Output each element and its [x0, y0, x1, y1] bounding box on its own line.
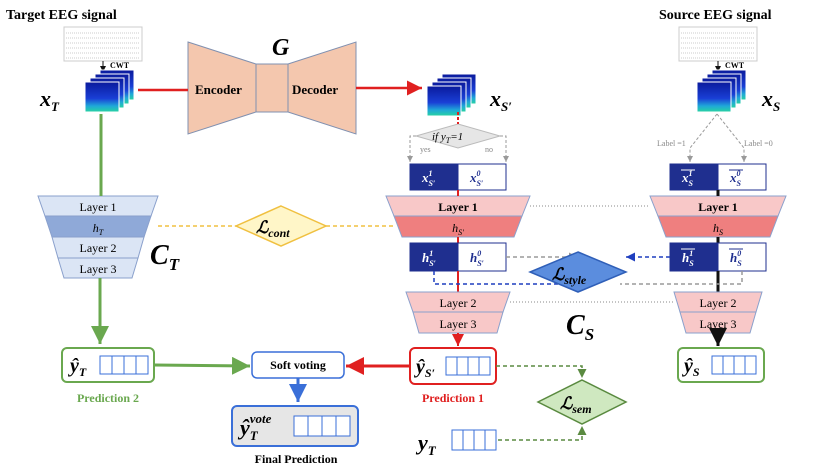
source-label1-text: Label =1 — [657, 139, 686, 148]
prediction2-label: Prediction 2 — [77, 391, 139, 405]
xs-prime-spectrogram-stack — [426, 73, 477, 117]
source-label0-arrow — [716, 113, 747, 162]
yes-branch-arrow — [407, 135, 416, 162]
soft-voting-label: Soft voting — [270, 358, 326, 372]
ct-name-label: CT — [150, 240, 180, 274]
hs-prime-0-box — [457, 242, 507, 272]
xs-1-box — [669, 163, 719, 191]
cs-layer2-label: Layer 2 — [700, 296, 737, 310]
condition-label: if yT=1 — [432, 131, 463, 145]
source-label1-arrow — [687, 113, 718, 162]
pred2-to-softvote-arrow — [153, 356, 251, 375]
prediction1-label: Prediction 1 — [422, 391, 484, 405]
source-spectrogram-stack — [696, 69, 747, 113]
pred1-to-sem-arrow — [496, 365, 587, 378]
encoder-label: Encoder — [195, 82, 242, 97]
y-t-label: yT — [415, 430, 437, 458]
source-label0-text: Label =0 — [744, 139, 773, 148]
cm-layer3-label: Layer 3 — [440, 317, 477, 331]
ct-layer2-label: Layer 2 — [80, 241, 117, 255]
xs-prime-1-box — [409, 163, 459, 191]
source-classifier-lower — [673, 291, 763, 334]
yes-label: yes — [420, 145, 431, 154]
loss-sem-label: ℒsem — [560, 394, 592, 416]
condition-diamond — [414, 123, 502, 149]
x-s-label: xS — [761, 86, 780, 114]
cs-h-label: hS — [713, 221, 723, 237]
yt-to-sem-arrow — [498, 426, 587, 441]
ct-layer1-label: Layer 1 — [80, 200, 117, 214]
loss-style-label: ℒstyle — [552, 265, 587, 287]
target-cwt-label: CWT — [110, 61, 130, 70]
style-hs0-line — [620, 271, 743, 285]
cm-layer1-label: Layer 1 — [438, 200, 477, 214]
cs-layer3-label: Layer 3 — [700, 317, 737, 331]
hs-1-box — [669, 242, 719, 272]
loss-style-diamond — [528, 251, 628, 293]
generator-label: G — [272, 35, 290, 61]
source-classifier — [649, 195, 787, 238]
cm-h-label: hS′ — [452, 221, 464, 237]
style-hs-prime1-line — [433, 271, 576, 285]
pred-yhat-t-cells — [99, 355, 149, 375]
middle-classifier — [385, 195, 531, 238]
final-prediction-label: Final Prediction — [255, 452, 338, 466]
no-label: no — [485, 145, 493, 154]
middle-classifier-lower — [405, 291, 511, 334]
final-pred-cells — [293, 415, 351, 437]
ct-layer3-label: Layer 3 — [80, 262, 117, 276]
cm-layer2-label: Layer 2 — [440, 296, 477, 310]
generator-block — [187, 41, 357, 135]
pred-yhat-sp-cells — [445, 356, 491, 376]
hs-0-box — [717, 242, 767, 272]
x-t-label: xT — [39, 86, 60, 114]
cs-layer1-label: Layer 1 — [698, 200, 737, 214]
cs-name-label: CS — [566, 310, 594, 344]
source-eeg-title: Source EEG signal — [659, 8, 772, 23]
hs-prime-1-box — [409, 242, 459, 272]
no-branch-arrow — [500, 135, 509, 162]
ct-h-label: hT — [93, 221, 104, 237]
loss-cont-diamond — [234, 205, 328, 247]
target-classifier — [37, 195, 159, 279]
source-cwt-label: CWT — [725, 61, 745, 70]
decoder-label: Decoder — [292, 82, 338, 97]
loss-sem-diamond — [536, 379, 628, 425]
x-s-prime-label: xS′ — [489, 86, 512, 114]
target-eeg-title: Target EEG signal — [6, 8, 117, 23]
xs-0-box — [717, 163, 767, 191]
source-eeg-signal-image — [678, 26, 758, 62]
loss-cont-label: ℒcont — [256, 218, 290, 240]
pred-yhat-s-cells — [711, 355, 757, 375]
target-eeg-signal-image — [63, 26, 143, 62]
target-spectrogram-stack — [84, 69, 135, 113]
y-t-cells — [451, 429, 497, 451]
xs-prime-0-box — [457, 163, 507, 191]
